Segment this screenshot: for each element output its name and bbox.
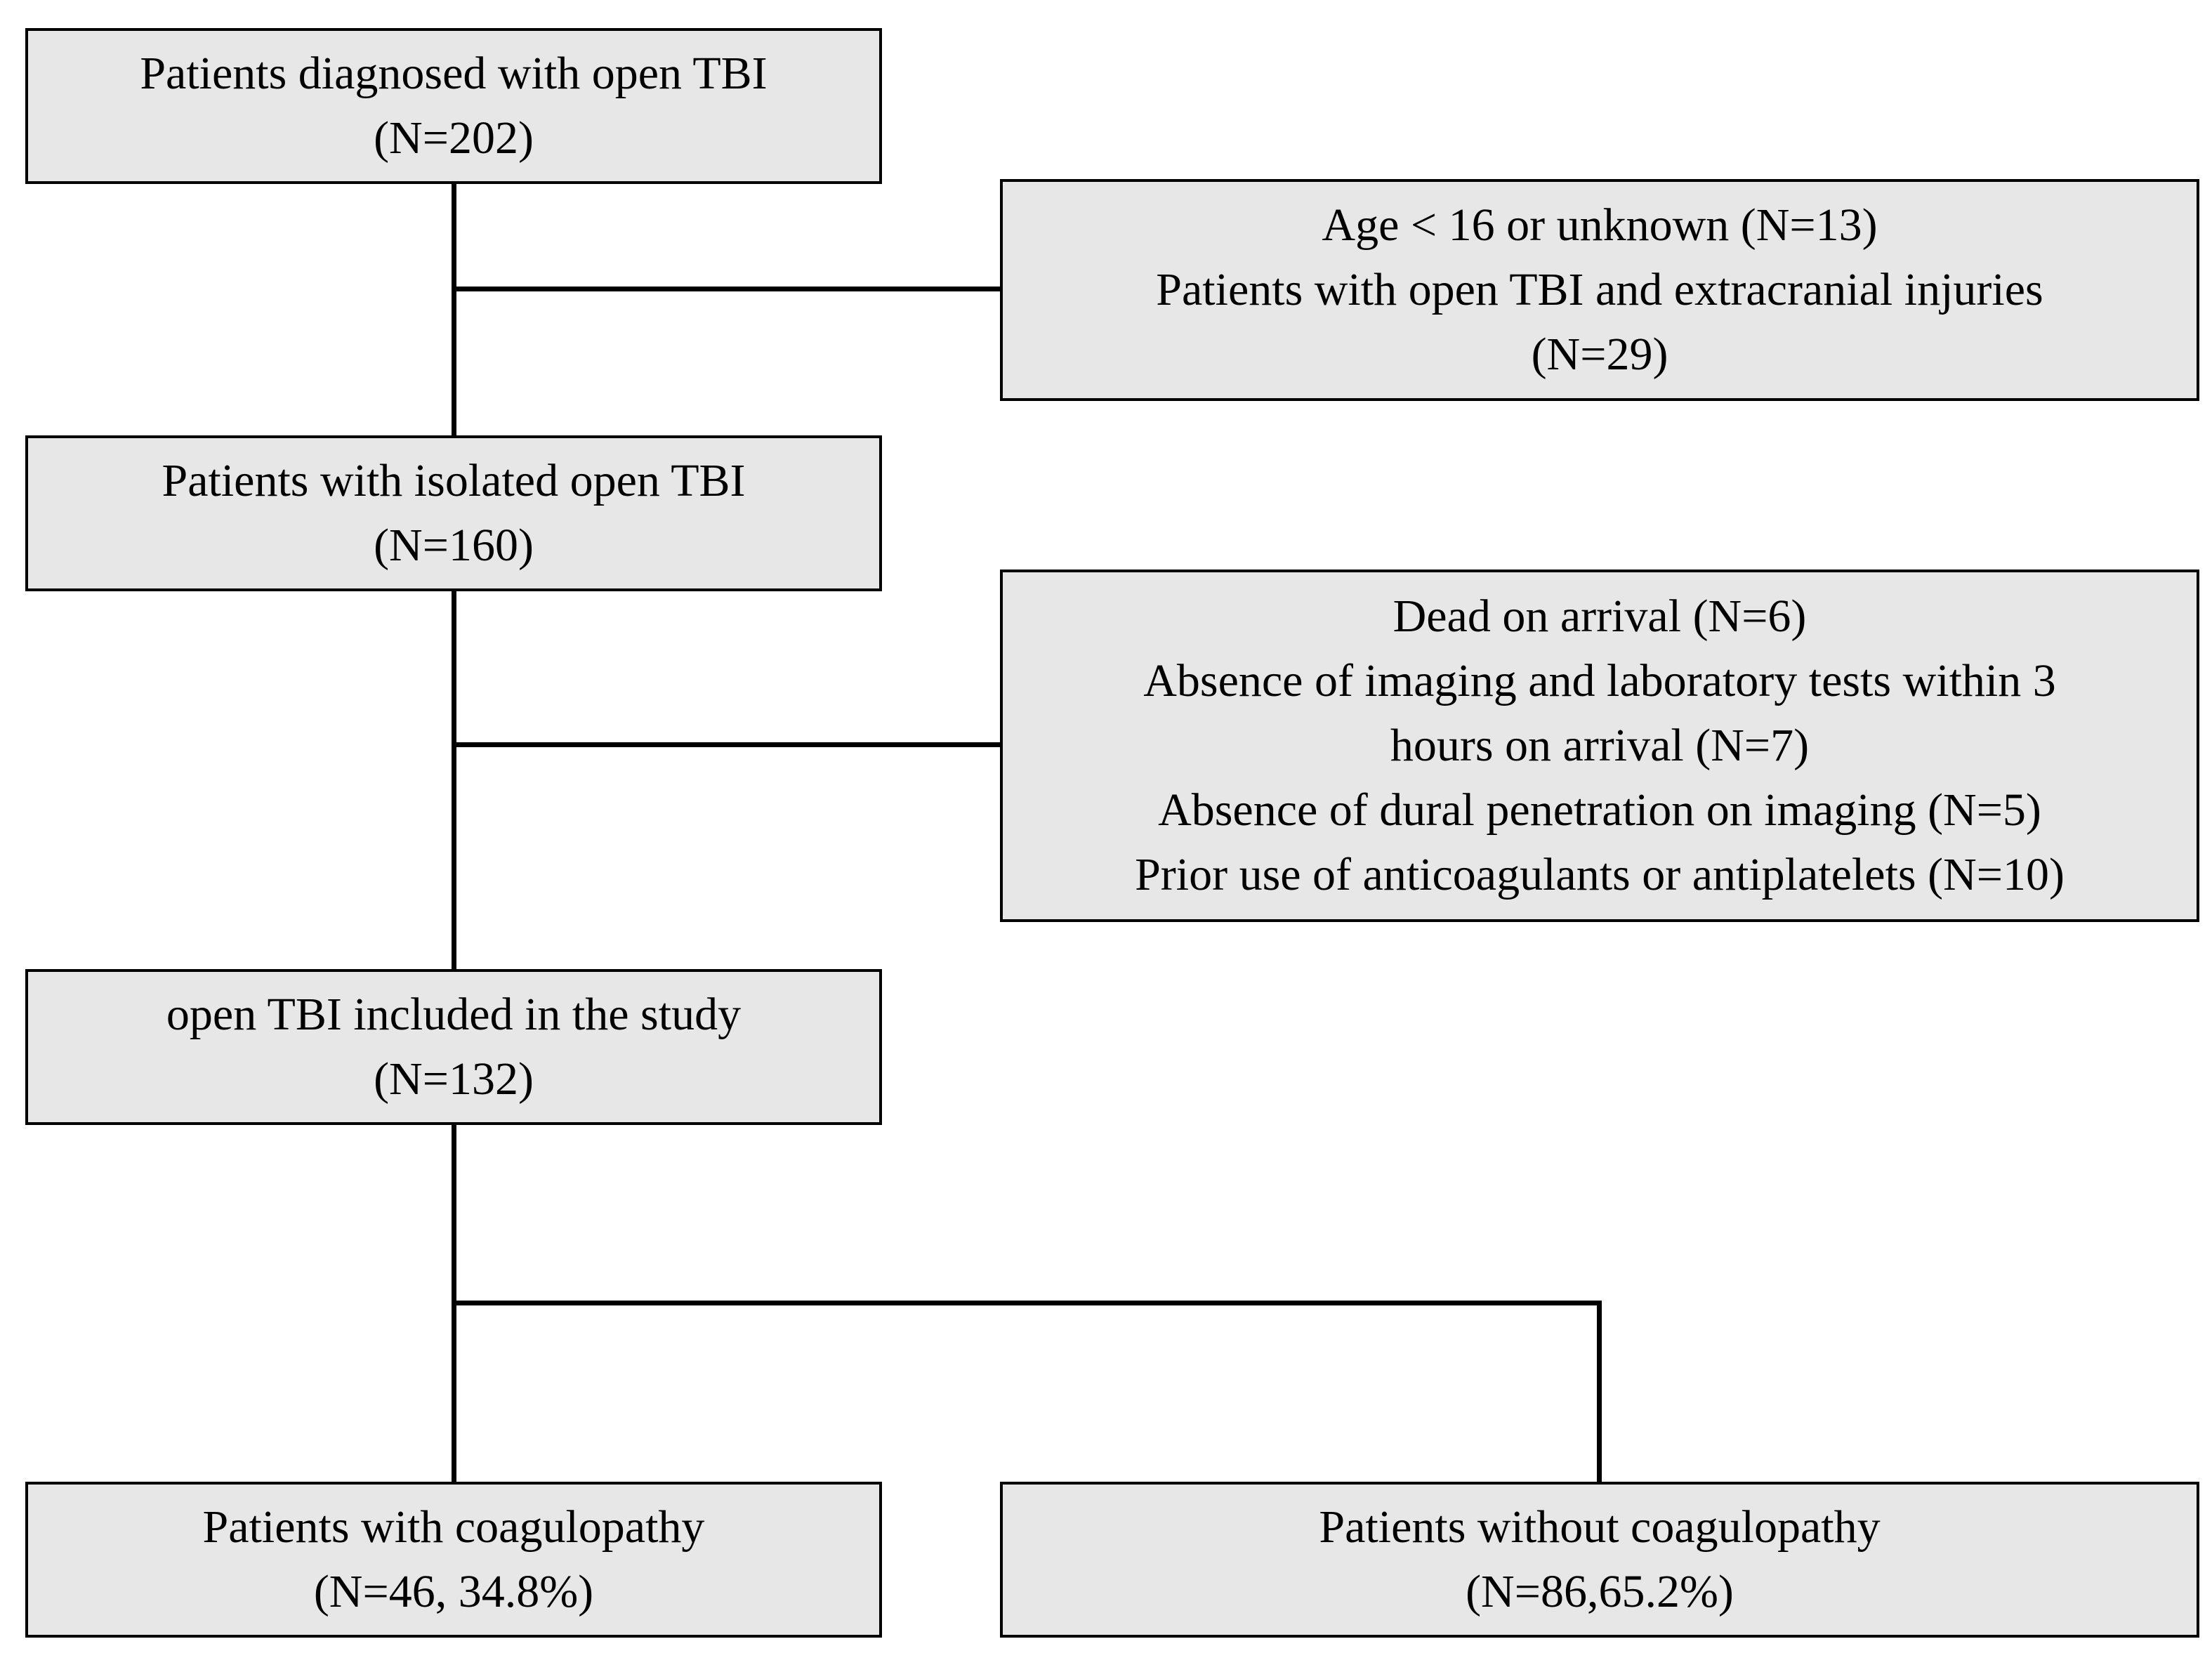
box-exclusion-1: Age < 16 or unknown (N=13) Patients with… <box>1000 179 2199 401</box>
exclusion-criterion: Age < 16 or unknown (N=13) <box>1322 199 1878 251</box>
box-isolated-open-tbi: Patients with isolated open TBI (N=160) <box>25 435 882 591</box>
exclusion-criterion: Absence of imaging and laboratory tests … <box>1143 655 2056 706</box>
box-count: (N=132) <box>374 1053 534 1105</box>
box-count: (N=86,65.2%) <box>1466 1566 1734 1617</box>
exclusion-criterion: hours on arrival (N=7) <box>1390 720 1810 771</box>
exclusion-criterion: Patients with open TBI and extracranial … <box>1156 264 2043 315</box>
connector-to-exclusion-2 <box>452 742 1000 747</box>
connector-start-to-isolated <box>452 184 456 435</box>
exclusion-criterion: Prior use of anticoagulants or antiplate… <box>1135 849 2065 900</box>
box-exclusion-2: Dead on arrival (N=6) Absence of imaging… <box>1000 570 2199 922</box>
connector-isolated-to-included <box>452 591 456 969</box>
exclusion-count: (N=29) <box>1531 329 1668 380</box>
box-with-coagulopathy: Patients with coagulopathy (N=46, 34.8%) <box>25 1482 882 1638</box>
box-text: Patients with isolated open TBI <box>162 455 746 506</box>
box-count: (N=202) <box>374 112 534 164</box>
box-diagnosed-open-tbi: Patients diagnosed with open TBI (N=202) <box>25 28 882 184</box>
exclusion-criterion: Dead on arrival (N=6) <box>1393 591 1807 642</box>
exclusion-criterion: Absence of dural penetration on imaging … <box>1158 784 2041 836</box>
box-count: (N=46, 34.8%) <box>313 1566 594 1617</box>
box-text: Patients without coagulopathy <box>1319 1501 1881 1553</box>
box-text: Patients diagnosed with open TBI <box>140 48 768 99</box>
box-count: (N=160) <box>374 520 534 571</box>
box-text: open TBI included in the study <box>166 989 742 1040</box>
box-without-coagulopathy: Patients without coagulopathy (N=86,65.2… <box>1000 1482 2199 1638</box>
box-included-in-study: open TBI included in the study (N=132) <box>25 969 882 1125</box>
connector-to-exclusion-1 <box>452 287 1000 291</box>
connector-to-no-coagulopathy <box>1597 1301 1602 1482</box>
box-text: Patients with coagulopathy <box>202 1501 705 1553</box>
connector-branch <box>452 1301 1602 1305</box>
